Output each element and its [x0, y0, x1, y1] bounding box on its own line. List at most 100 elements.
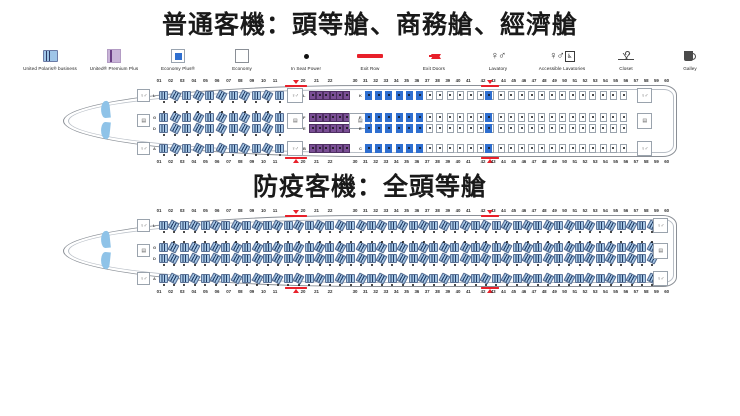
seat-economy[interactable] — [426, 113, 434, 122]
seat-polaris[interactable] — [228, 110, 238, 122]
seat-eplus[interactable] — [395, 124, 403, 133]
seat-polaris[interactable] — [575, 240, 584, 252]
seat-polaris[interactable] — [637, 274, 647, 286]
seat-polaris[interactable] — [209, 252, 222, 266]
seat-polaris[interactable] — [283, 274, 293, 286]
seat-polaris[interactable] — [271, 272, 284, 286]
seat-polaris[interactable] — [167, 219, 180, 233]
seat-polaris[interactable] — [242, 274, 252, 286]
seat-prem[interactable] — [336, 124, 343, 133]
seat-polaris[interactable] — [375, 240, 388, 254]
seat-eplus[interactable] — [365, 144, 372, 153]
seat-prem[interactable] — [322, 124, 330, 133]
seat-polaris[interactable] — [292, 240, 305, 254]
seat-economy[interactable] — [569, 144, 576, 153]
seat-polaris[interactable] — [200, 254, 210, 266]
seat-economy[interactable] — [589, 144, 597, 153]
seat-polaris[interactable] — [408, 274, 418, 286]
seat-polaris[interactable] — [355, 219, 368, 233]
seat-polaris[interactable] — [230, 272, 243, 286]
seat-polaris[interactable] — [325, 274, 335, 286]
seat-polaris[interactable] — [521, 252, 534, 266]
seat-polaris[interactable] — [595, 221, 605, 233]
seat-prem[interactable] — [343, 91, 351, 100]
seat-polaris[interactable] — [271, 252, 284, 266]
seat-polaris[interactable] — [242, 240, 252, 252]
seat-eplus[interactable] — [395, 144, 403, 153]
seat-polaris[interactable] — [459, 252, 472, 266]
seat-economy[interactable] — [558, 91, 566, 100]
seat-economy[interactable] — [609, 113, 617, 122]
seat-polaris[interactable] — [542, 272, 555, 286]
seat-polaris[interactable] — [251, 110, 261, 122]
seat-polaris[interactable] — [595, 254, 605, 266]
seat-polaris[interactable] — [200, 240, 210, 252]
seat-eplus[interactable] — [485, 124, 492, 133]
seat-polaris[interactable] — [637, 254, 647, 266]
seat-polaris[interactable] — [491, 240, 501, 252]
seat-polaris[interactable] — [450, 274, 460, 286]
seat-polaris[interactable] — [238, 89, 251, 103]
seat-polaris[interactable] — [450, 221, 460, 233]
seat-economy[interactable] — [538, 113, 546, 122]
seat-polaris[interactable] — [479, 272, 492, 286]
seat-polaris[interactable] — [533, 221, 543, 233]
seat-polaris[interactable] — [167, 252, 180, 266]
seat-polaris[interactable] — [429, 274, 439, 286]
seat-polaris[interactable] — [542, 219, 555, 233]
seat-polaris[interactable] — [230, 240, 243, 254]
seat-polaris[interactable] — [346, 221, 356, 233]
seat-economy[interactable] — [446, 91, 454, 100]
seat-polaris[interactable] — [479, 219, 492, 233]
seat-polaris[interactable] — [459, 219, 472, 233]
seat-polaris[interactable] — [625, 252, 638, 266]
seat-polaris[interactable] — [221, 254, 231, 266]
seat-economy[interactable] — [579, 144, 587, 153]
seat-eplus[interactable] — [375, 124, 383, 133]
seat-economy[interactable] — [497, 144, 505, 153]
seat-economy[interactable] — [528, 91, 536, 100]
seat-economy[interactable] — [528, 144, 536, 153]
seat-polaris[interactable] — [512, 221, 522, 233]
seat-polaris[interactable] — [367, 240, 376, 252]
seat-polaris[interactable] — [646, 252, 659, 266]
seat-polaris[interactable] — [563, 252, 576, 266]
seat-polaris[interactable] — [238, 122, 251, 136]
seat-polaris[interactable] — [450, 254, 460, 266]
seat-polaris[interactable] — [205, 110, 215, 122]
seat-polaris[interactable] — [169, 122, 182, 136]
seat-polaris[interactable] — [238, 110, 251, 124]
seat-polaris[interactable] — [221, 221, 231, 233]
seat-polaris[interactable] — [215, 122, 228, 136]
seat-eplus[interactable] — [405, 124, 413, 133]
seat-eplus[interactable] — [485, 91, 492, 100]
seat-economy[interactable] — [620, 113, 627, 122]
seat-economy[interactable] — [558, 144, 566, 153]
seat-polaris[interactable] — [261, 110, 274, 124]
seat-prem[interactable] — [322, 113, 330, 122]
seat-eplus[interactable] — [385, 113, 393, 122]
seat-eplus[interactable] — [385, 91, 393, 100]
seat-polaris[interactable] — [230, 219, 243, 233]
seat-polaris[interactable] — [429, 240, 439, 252]
seat-polaris[interactable] — [625, 240, 638, 254]
seat-economy[interactable] — [589, 91, 597, 100]
seat-polaris[interactable] — [242, 254, 252, 266]
seat-polaris[interactable] — [334, 272, 347, 286]
seat-polaris[interactable] — [375, 219, 388, 233]
seat-polaris[interactable] — [491, 254, 501, 266]
seat-economy[interactable] — [579, 113, 587, 122]
seat-polaris[interactable] — [575, 254, 584, 266]
seat-prem[interactable] — [336, 113, 343, 122]
seat-eplus[interactable] — [405, 91, 413, 100]
seat-polaris[interactable] — [275, 110, 284, 122]
seat-economy[interactable] — [497, 124, 505, 133]
seat-polaris[interactable] — [251, 240, 264, 254]
seat-polaris[interactable] — [521, 219, 534, 233]
seat-polaris[interactable] — [192, 122, 205, 136]
seat-economy[interactable] — [477, 91, 485, 100]
seat-polaris[interactable] — [251, 219, 264, 233]
seat-eplus[interactable] — [416, 91, 423, 100]
seat-polaris[interactable] — [325, 254, 335, 266]
seat-eplus[interactable] — [395, 113, 403, 122]
